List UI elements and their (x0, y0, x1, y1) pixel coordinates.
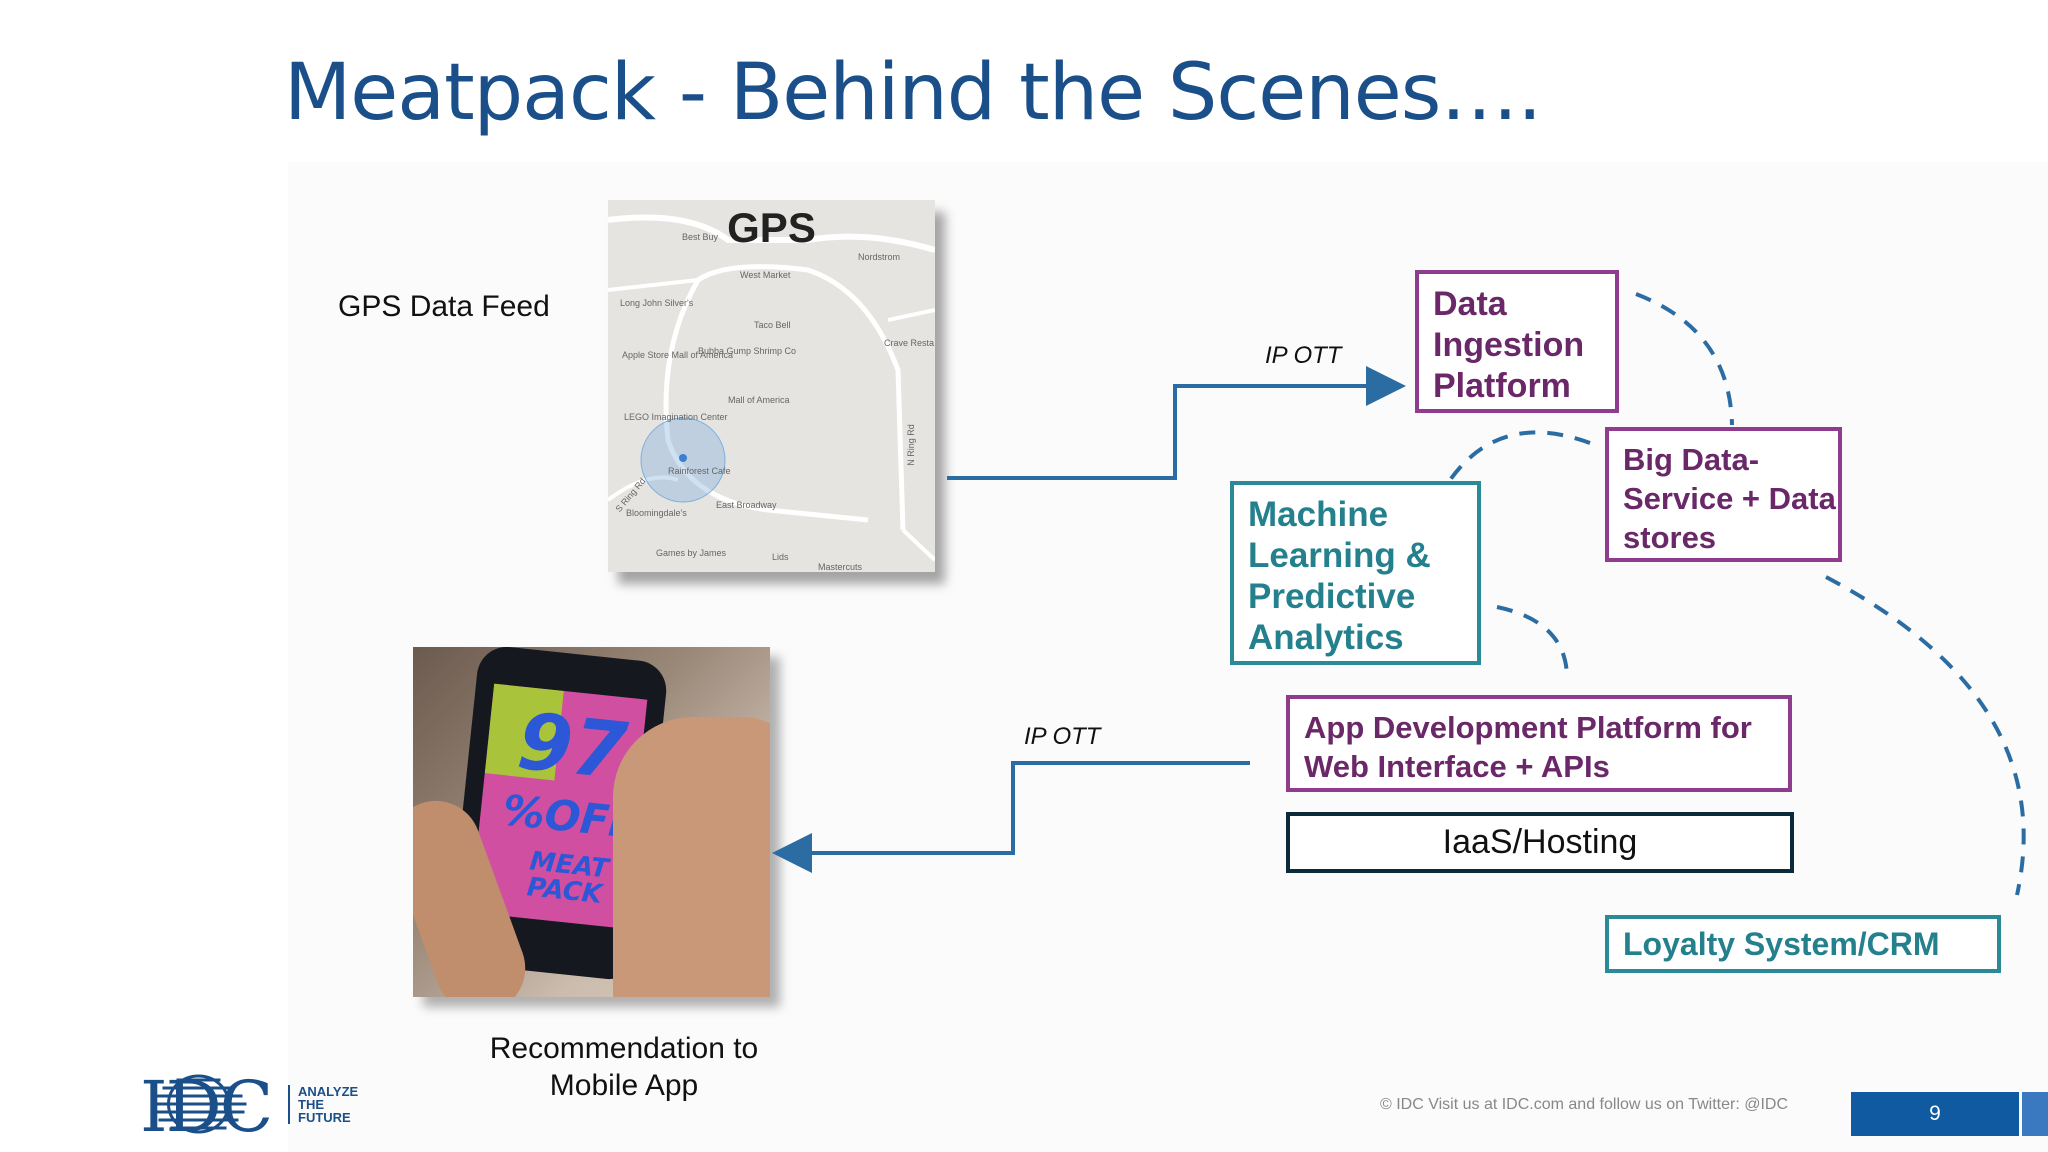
map-place: West Market (740, 270, 791, 280)
dashed-link-bigdata-ml (1448, 430, 1591, 482)
map-roads (608, 214, 935, 562)
footer-copyright: © IDC Visit us at IDC.com and follow us … (1379, 1096, 1788, 1113)
flow-arrow-app-to-phone (772, 761, 1250, 873)
page-title: Meatpack - Behind the Scenes…. (284, 48, 1542, 138)
idc-tagline: ANALYZE THE FUTURE (288, 1085, 368, 1124)
mobile-app-photo: 97 %OFF MEAT PACK (413, 647, 770, 997)
map-place: Nordstrom (858, 252, 901, 262)
map-place: Games by James (656, 548, 727, 558)
map-gps-title: GPS (727, 204, 816, 251)
map-place: LEGO Imagination Center (624, 412, 728, 422)
dashed-link-ingestion-bigdata (1635, 292, 1734, 426)
loyalty-system-box: Loyalty System/CRM (1605, 915, 2001, 973)
dashed-link-bigdata-loyalty (1825, 575, 2026, 896)
map-place: Rainforest Cafe (668, 466, 731, 476)
hand-image (613, 717, 770, 997)
gps-map-image: GPS Best Buy Nordstrom West Market Long … (608, 200, 935, 572)
ip-ott-label-top: IP OTT (1265, 342, 1342, 369)
flow-arrow-gps-to-ingestion (947, 366, 1406, 480)
map-place: Bloomingdale's (626, 508, 687, 518)
map-place: Crave Resta Mall of Ame (884, 338, 935, 348)
map-place: Bubba Gump Shrimp Co (698, 346, 797, 356)
map-place: Taco Bell (754, 320, 791, 330)
big-data-service-box: Big Data- Service + Data stores (1605, 427, 1842, 562)
map-place: Mastercuts (818, 562, 863, 572)
dashed-link-ml-app (1496, 605, 1570, 681)
map-place: Apple Store Mall of America (622, 350, 734, 360)
app-development-platform-box: App Development Platform for Web Interfa… (1286, 695, 1792, 792)
page-number-stripe (2022, 1092, 2048, 1136)
recommendation-label: Recommendation to Mobile App (489, 1032, 759, 1102)
data-ingestion-platform-box: Data Ingestion Platform (1415, 270, 1619, 413)
map-place: Best Buy (682, 232, 719, 242)
machine-learning-box: Machine Learning & Predictive Analytics (1230, 481, 1481, 665)
map-place: Mall of America (728, 395, 790, 405)
idc-logo-text: IDC (140, 1066, 273, 1148)
page-number: 9 (1851, 1092, 2019, 1136)
map-place: East Broadway (716, 500, 777, 510)
idc-globe-logo-icon (150, 1074, 247, 1134)
map-place: Lids (772, 552, 789, 562)
iaas-hosting-box: IaaS/Hosting (1286, 812, 1794, 873)
ip-ott-label-bottom: IP OTT (1024, 723, 1101, 750)
gps-data-feed-label: GPS Data Feed (338, 290, 550, 323)
map-place: Long John Silver's (620, 298, 694, 308)
